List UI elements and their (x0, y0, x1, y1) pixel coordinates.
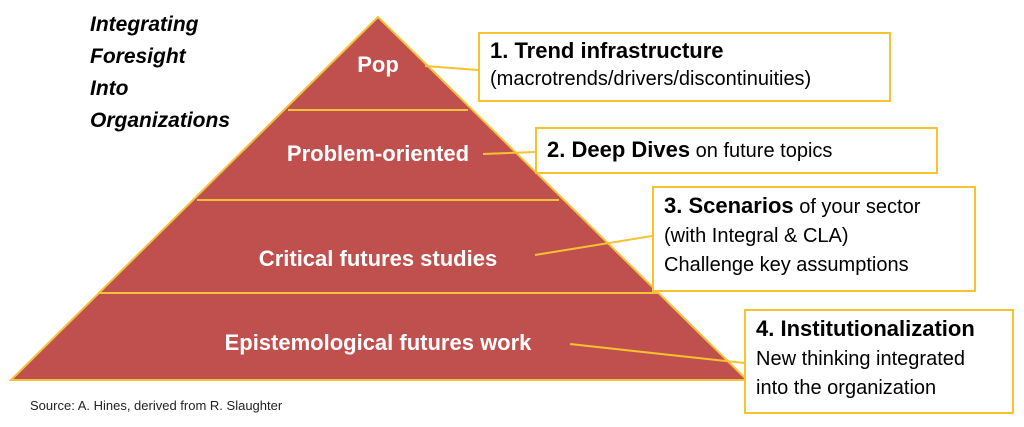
callout-institutionalization: 4. Institutionalization New thinking int… (744, 309, 1014, 414)
title-line: Organizations (90, 109, 231, 132)
callout-heading: 2. Deep Dives (547, 137, 691, 162)
callout-line: New thinking integrated (756, 348, 966, 370)
connector-1 (424, 65, 479, 71)
callout-scenarios: 3. Scenarios of your sector (with Integr… (652, 186, 976, 292)
source-caption: Source: A. Hines, derived from R. Slaugh… (30, 398, 283, 413)
callout-heading: 3. Scenarios (664, 193, 794, 218)
callout-line: (macrotrends/drivers/discontinuities) (490, 68, 812, 90)
pyramid (8, 15, 750, 381)
callout-text: of your sector (793, 196, 921, 218)
connector-2 (482, 151, 536, 155)
connector-4 (569, 343, 745, 364)
callout-deep-dives: 2. Deep Dives on future topics (535, 127, 938, 174)
callout-text: on future topics (690, 140, 833, 162)
callout-trend-infrastructure: 1. Trend infrastructure (macrotrends/dri… (478, 32, 891, 102)
callout-heading: 4. Institutionalization (756, 316, 975, 341)
title-line: Foresight (90, 45, 186, 68)
level-label-epistemological: Epistemological futures work (224, 330, 532, 355)
diagram-title: Integrating Foresight Into Organizations (90, 9, 230, 137)
callout-heading: 1. Trend infrastructure (490, 38, 724, 63)
level-label-pop: Pop (357, 52, 399, 77)
connector-3 (534, 235, 653, 256)
level-label-problem-oriented: Problem-oriented (286, 141, 470, 166)
callout-line: (with Integral & CLA) (664, 225, 849, 247)
title-line: Integrating (90, 13, 199, 36)
level-label-critical-futures: Critical futures studies (258, 246, 498, 271)
callout-line: Challenge key assumptions (664, 254, 909, 276)
callout-line: into the organization (756, 377, 937, 399)
title-line: Into (90, 77, 129, 100)
